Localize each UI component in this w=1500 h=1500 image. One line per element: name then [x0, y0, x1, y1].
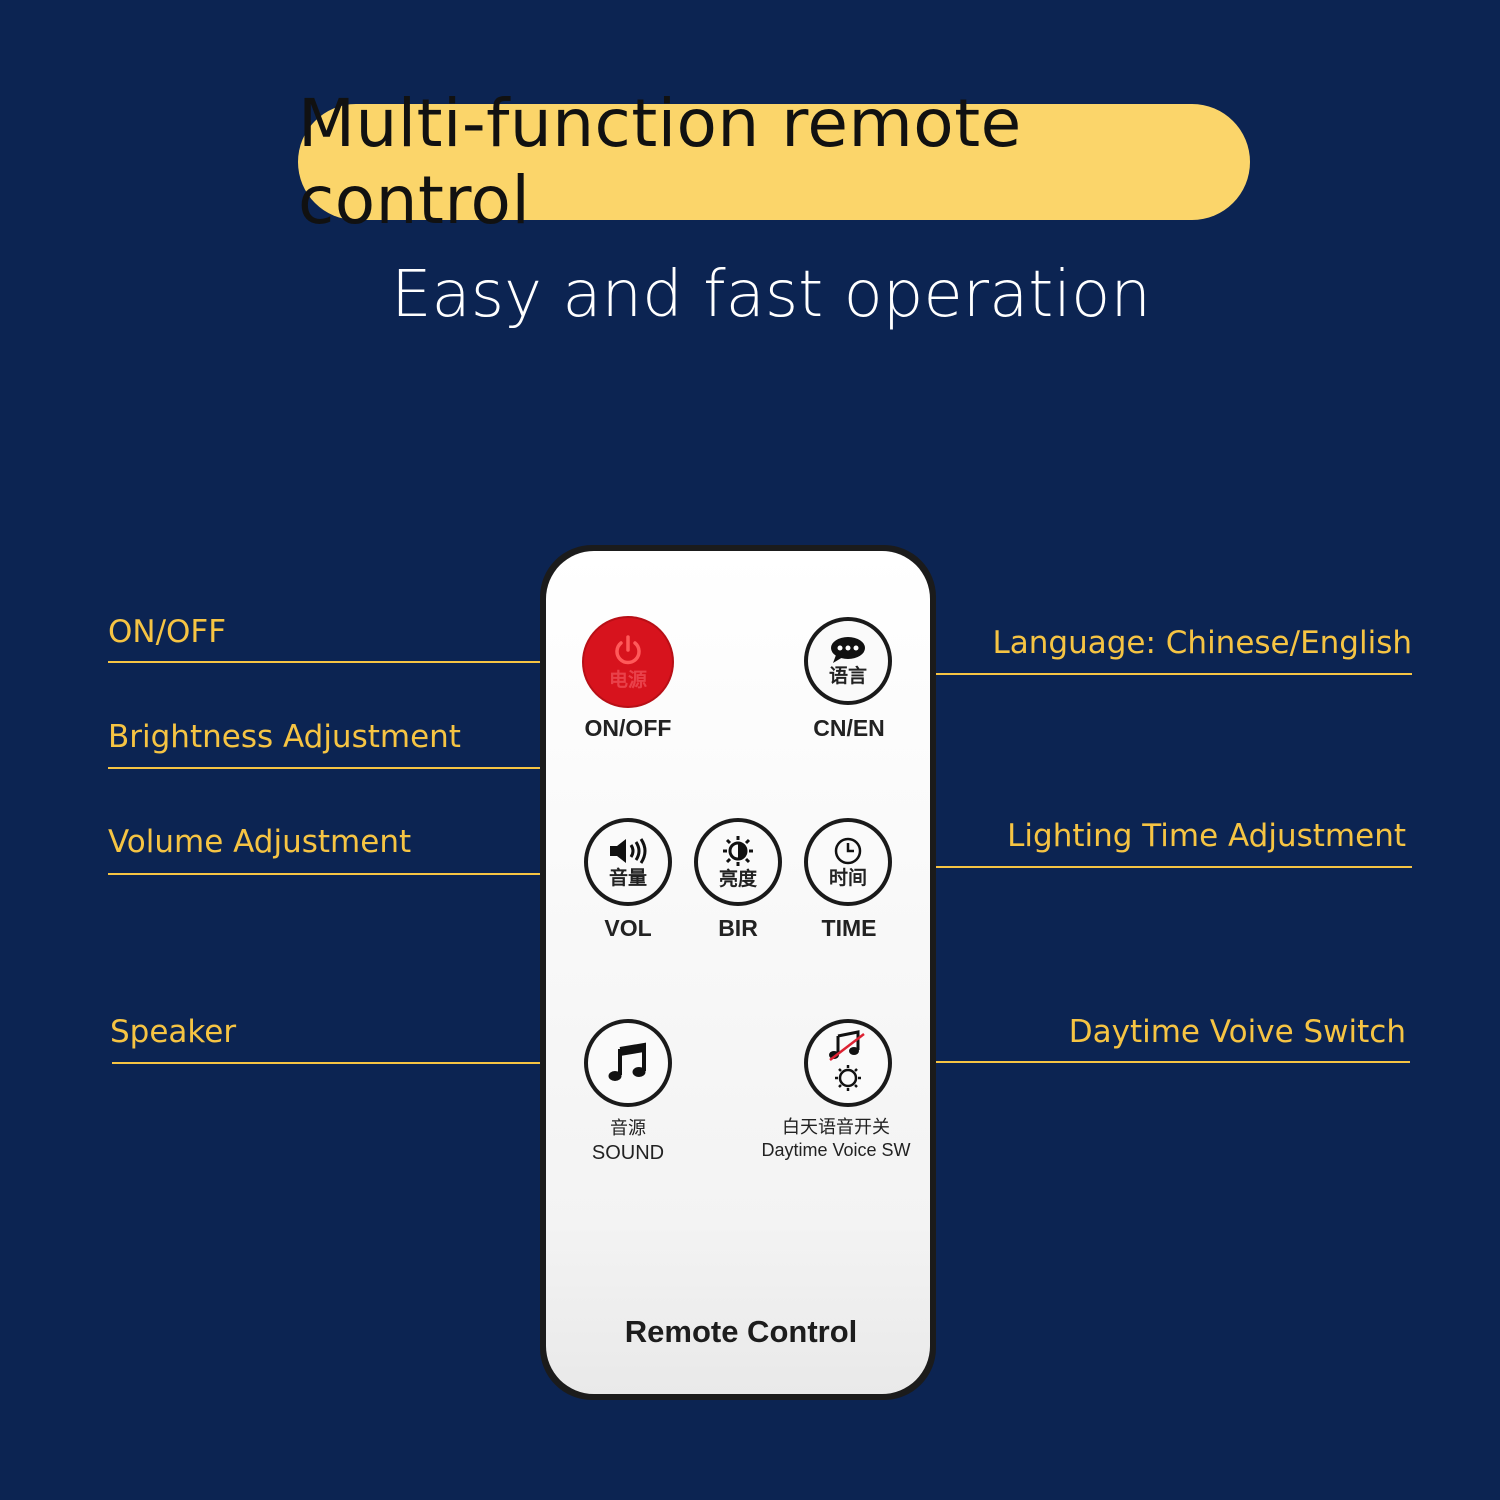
power-button[interactable]: 电源	[584, 618, 672, 706]
time-cn-label: 时间	[828, 867, 867, 889]
language-button[interactable]: 语言	[804, 617, 892, 705]
brightness-label: BIR	[718, 915, 758, 941]
daytime-voice-cn-label: 白天语音开关	[782, 1117, 890, 1137]
mute-sun-icon	[829, 1030, 865, 1091]
page-subtitle: Easy and fast operation	[391, 258, 1151, 332]
power-cn-label: 电源	[608, 669, 647, 691]
callout-on-off: ON/OFF	[108, 614, 227, 650]
power-label: ON/OFF	[584, 715, 672, 741]
volume-cn-label: 音量	[608, 867, 647, 889]
callout-daytime-voice: Daytime Voive Switch	[1068, 1014, 1406, 1050]
brightness-cn-label: 亮度	[718, 868, 757, 890]
time-label: TIME	[821, 915, 877, 941]
music-note-icon	[608, 1042, 646, 1081]
callout-speaker: Speaker	[110, 1014, 237, 1050]
callout-brightness: Brightness Adjustment	[108, 719, 461, 755]
callout-language: Language: Chinese/English	[992, 625, 1412, 661]
clock-icon	[834, 837, 862, 865]
speaker-icon	[610, 838, 647, 864]
chat-bubble-icon	[831, 637, 865, 663]
callout-lighting-time: Lighting Time Adjustment	[1007, 818, 1406, 854]
sound-button[interactable]	[584, 1019, 672, 1107]
sound-cn-label: 音源	[610, 1118, 646, 1138]
remote-brand-label: Remote Control	[624, 1314, 858, 1349]
sun-icon	[723, 836, 753, 866]
callout-volume: Volume Adjustment	[108, 824, 412, 860]
title-banner: Multi-function remote control	[298, 85, 1250, 239]
volume-button[interactable]: 音量	[584, 818, 672, 906]
page-title: Multi-function remote control	[298, 85, 1022, 239]
brightness-button[interactable]: 亮度	[694, 818, 782, 906]
language-label: CN/EN	[813, 715, 885, 741]
sound-label: SOUND	[591, 1142, 665, 1164]
language-cn-label: 语言	[828, 665, 867, 687]
volume-label: VOL	[604, 915, 652, 941]
power-icon	[615, 635, 641, 665]
time-button[interactable]: 时间	[804, 818, 892, 906]
daytime-voice-label: Daytime Voice SW	[761, 1140, 911, 1160]
daytime-voice-button[interactable]	[804, 1019, 892, 1107]
